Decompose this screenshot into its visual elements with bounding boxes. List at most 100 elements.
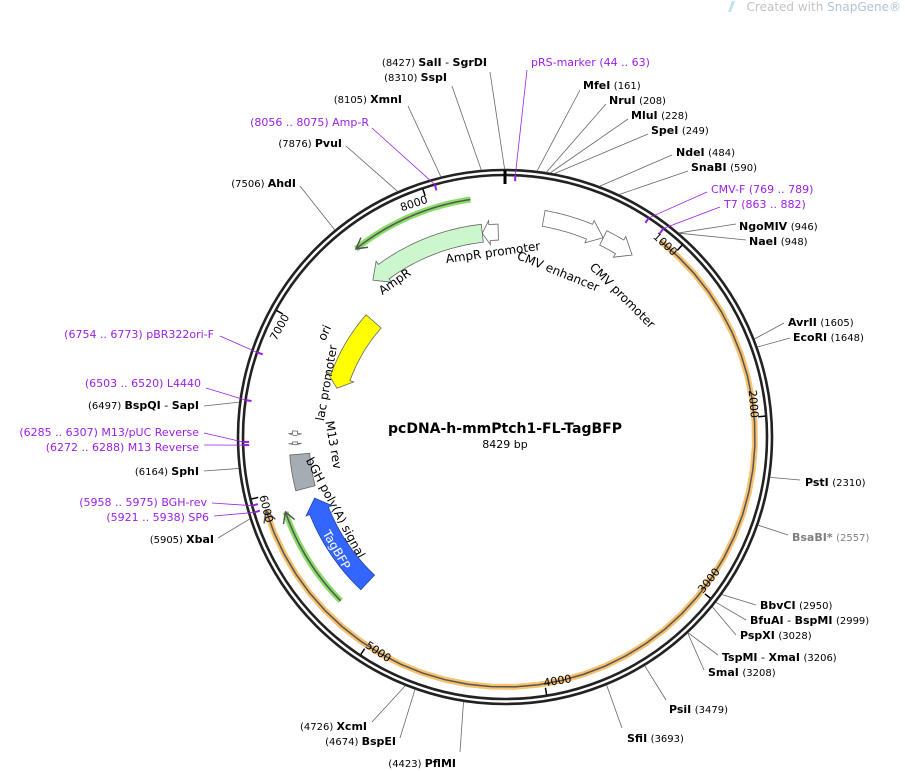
- site-sphi[interactable]: (6164) SphI: [135, 465, 199, 478]
- site-xbai[interactable]: (5905) XbaI: [150, 533, 214, 546]
- site-name: NaeI: [749, 235, 777, 248]
- site-bspqi[interactable]: (6497) BspQI - SapI: [88, 399, 199, 412]
- site-position: (6164): [135, 467, 171, 478]
- feature-ampr-promoter[interactable]: [481, 219, 499, 246]
- site-position: (2950): [799, 601, 832, 612]
- site-spei[interactable]: SpeI (249): [651, 124, 709, 137]
- feature-m13-rev[interactable]: [288, 441, 302, 446]
- site-separator: -: [758, 651, 769, 664]
- site-position: (6503 .. 6520): [85, 377, 167, 390]
- feature-cmv-promoter[interactable]: [599, 230, 633, 258]
- site-name: MfeI: [583, 79, 610, 92]
- site-smai[interactable]: SmaI (3208): [708, 666, 776, 679]
- site-sspi[interactable]: (8310) SspI: [384, 71, 447, 84]
- site-position: (1648): [831, 333, 864, 344]
- site-position: (228): [661, 111, 688, 122]
- site-name: EcoRI: [793, 331, 827, 344]
- site-snabi[interactable]: SnaBI (590): [691, 161, 757, 174]
- site-leader-line: [205, 387, 246, 401]
- tick-mark: [422, 188, 426, 197]
- feature-ampr[interactable]: [372, 223, 484, 283]
- site-tspmi[interactable]: TspMI - XmaI (3206): [722, 651, 837, 664]
- site-leader-line: [217, 518, 251, 539]
- site-separator: -: [442, 56, 453, 69]
- orf-arrowhead-icon: [263, 509, 276, 524]
- primer-pbr322ori-f[interactable]: (6754 .. 6773) pBR322ori-F: [64, 328, 214, 341]
- site-psti[interactable]: PstI (2310): [805, 476, 866, 489]
- site-name: BspEI: [362, 735, 396, 748]
- site-leader-line: [618, 170, 689, 195]
- primer-l4440[interactable]: (6503 .. 6520) L4440: [85, 377, 201, 390]
- site-bsabi[interactable]: BsaBI* (2557): [792, 531, 869, 544]
- site-name: XbaI: [186, 533, 214, 546]
- site-psii[interactable]: PsiI (3479): [669, 703, 728, 716]
- primer-t7[interactable]: T7 (863 .. 882): [723, 198, 806, 211]
- site-pvui[interactable]: (7876) PvuI: [278, 137, 342, 150]
- site-pflmi[interactable]: (4423) PflMI: [388, 757, 456, 770]
- site-leader-line: [757, 337, 791, 348]
- primer-sp6[interactable]: (5921 .. 5938) SP6: [106, 511, 209, 524]
- site-alt-name: XmaI: [768, 651, 799, 664]
- site-ngomiv[interactable]: NgoMIV (946): [739, 220, 818, 233]
- feature-bgh-poly-a-signal[interactable]: [289, 452, 316, 492]
- primer-bgh-rev[interactable]: (5958 .. 5975) BGH-rev: [79, 496, 207, 509]
- orf-arrowhead-icon: [354, 237, 369, 250]
- site-leader-line: [536, 89, 581, 172]
- site-layer: (8427) SalI - SgrDI (8310) SspI (8105) Xmn…: [19, 56, 869, 770]
- primer-cmv-f[interactable]: CMV-F (769 .. 789): [711, 183, 813, 196]
- primer-m13-puc-reverse[interactable]: (6285 .. 6307) M13/pUC Reverse: [19, 426, 199, 439]
- site-position: (8310): [384, 73, 420, 84]
- site-leader-line: [550, 118, 629, 174]
- site-name: pBR322ori-F: [146, 328, 214, 341]
- site-position: (4423): [388, 759, 424, 770]
- site-ndei[interactable]: NdeI (484): [676, 146, 735, 159]
- feature-cmv-enhancer[interactable]: [541, 210, 604, 244]
- site-position: (2557): [836, 533, 869, 544]
- site-position: (2310): [832, 478, 865, 489]
- site-leader-line: [687, 632, 705, 671]
- site-name: PvuI: [315, 137, 342, 150]
- primer-mark: [251, 503, 259, 507]
- feature-tagbfp[interactable]: [305, 497, 376, 591]
- site-bfuai[interactable]: BfuAI - BspMI (2999): [750, 614, 869, 627]
- site-sali[interactable]: (8427) SalI - SgrDI: [382, 56, 487, 69]
- feature-lac-promoter[interactable]: [288, 430, 302, 437]
- site-position: (3206): [803, 653, 836, 664]
- site-bspei[interactable]: (4674) BspEI: [325, 735, 396, 748]
- site-name: SP6: [188, 511, 209, 524]
- site-name: SmaI: [708, 666, 739, 679]
- site-position: (44 .. 63): [599, 56, 650, 69]
- site-pspxi[interactable]: PspXI (3028): [740, 629, 812, 642]
- site-nrui[interactable]: NruI (208): [609, 94, 666, 107]
- site-name: T7: [723, 198, 738, 211]
- site-name: M13 Reverse: [128, 441, 199, 454]
- site-mfei[interactable]: MfeI (161): [583, 79, 641, 92]
- site-name: PstI: [805, 476, 829, 489]
- site-xcmi[interactable]: (4726) XcmI: [300, 720, 367, 733]
- site-ecori[interactable]: EcoRI (1648): [793, 331, 864, 344]
- site-position: (2999): [836, 616, 869, 627]
- site-leader-line: [678, 232, 747, 241]
- site-leader-line: [203, 432, 244, 443]
- site-ahdi[interactable]: (7506) AhdI: [231, 177, 296, 190]
- site-position: (7876): [278, 139, 314, 150]
- site-xmni[interactable]: (8105) XmnI: [334, 93, 402, 106]
- site-bbvci[interactable]: BbvCI (2950): [760, 599, 832, 612]
- feature-ori[interactable]: [326, 314, 382, 389]
- site-position: (3208): [742, 668, 775, 679]
- primer-m13-reverse[interactable]: (6272 .. 6288) M13 Reverse: [46, 441, 199, 454]
- site-name: AhdI: [268, 177, 296, 190]
- site-mlui[interactable]: MluI (228): [631, 109, 688, 122]
- site-sfii[interactable]: SfiI (3693): [627, 732, 684, 745]
- site-position: (6754 .. 6773): [64, 328, 146, 341]
- site-avrii[interactable]: AvrII (1605): [788, 316, 854, 329]
- site-leader-line: [678, 223, 737, 234]
- site-naei[interactable]: NaeI (948): [749, 235, 808, 248]
- site-name: BbvCI: [760, 599, 796, 612]
- site-position: (3693): [651, 734, 684, 745]
- primer-amp-r[interactable]: (8056 .. 8075) Amp-R: [250, 116, 369, 129]
- site-name: SnaBI: [691, 161, 727, 174]
- primer-prs-marker[interactable]: pRS-marker (44 .. 63): [531, 56, 650, 69]
- site-leader-line: [546, 103, 607, 173]
